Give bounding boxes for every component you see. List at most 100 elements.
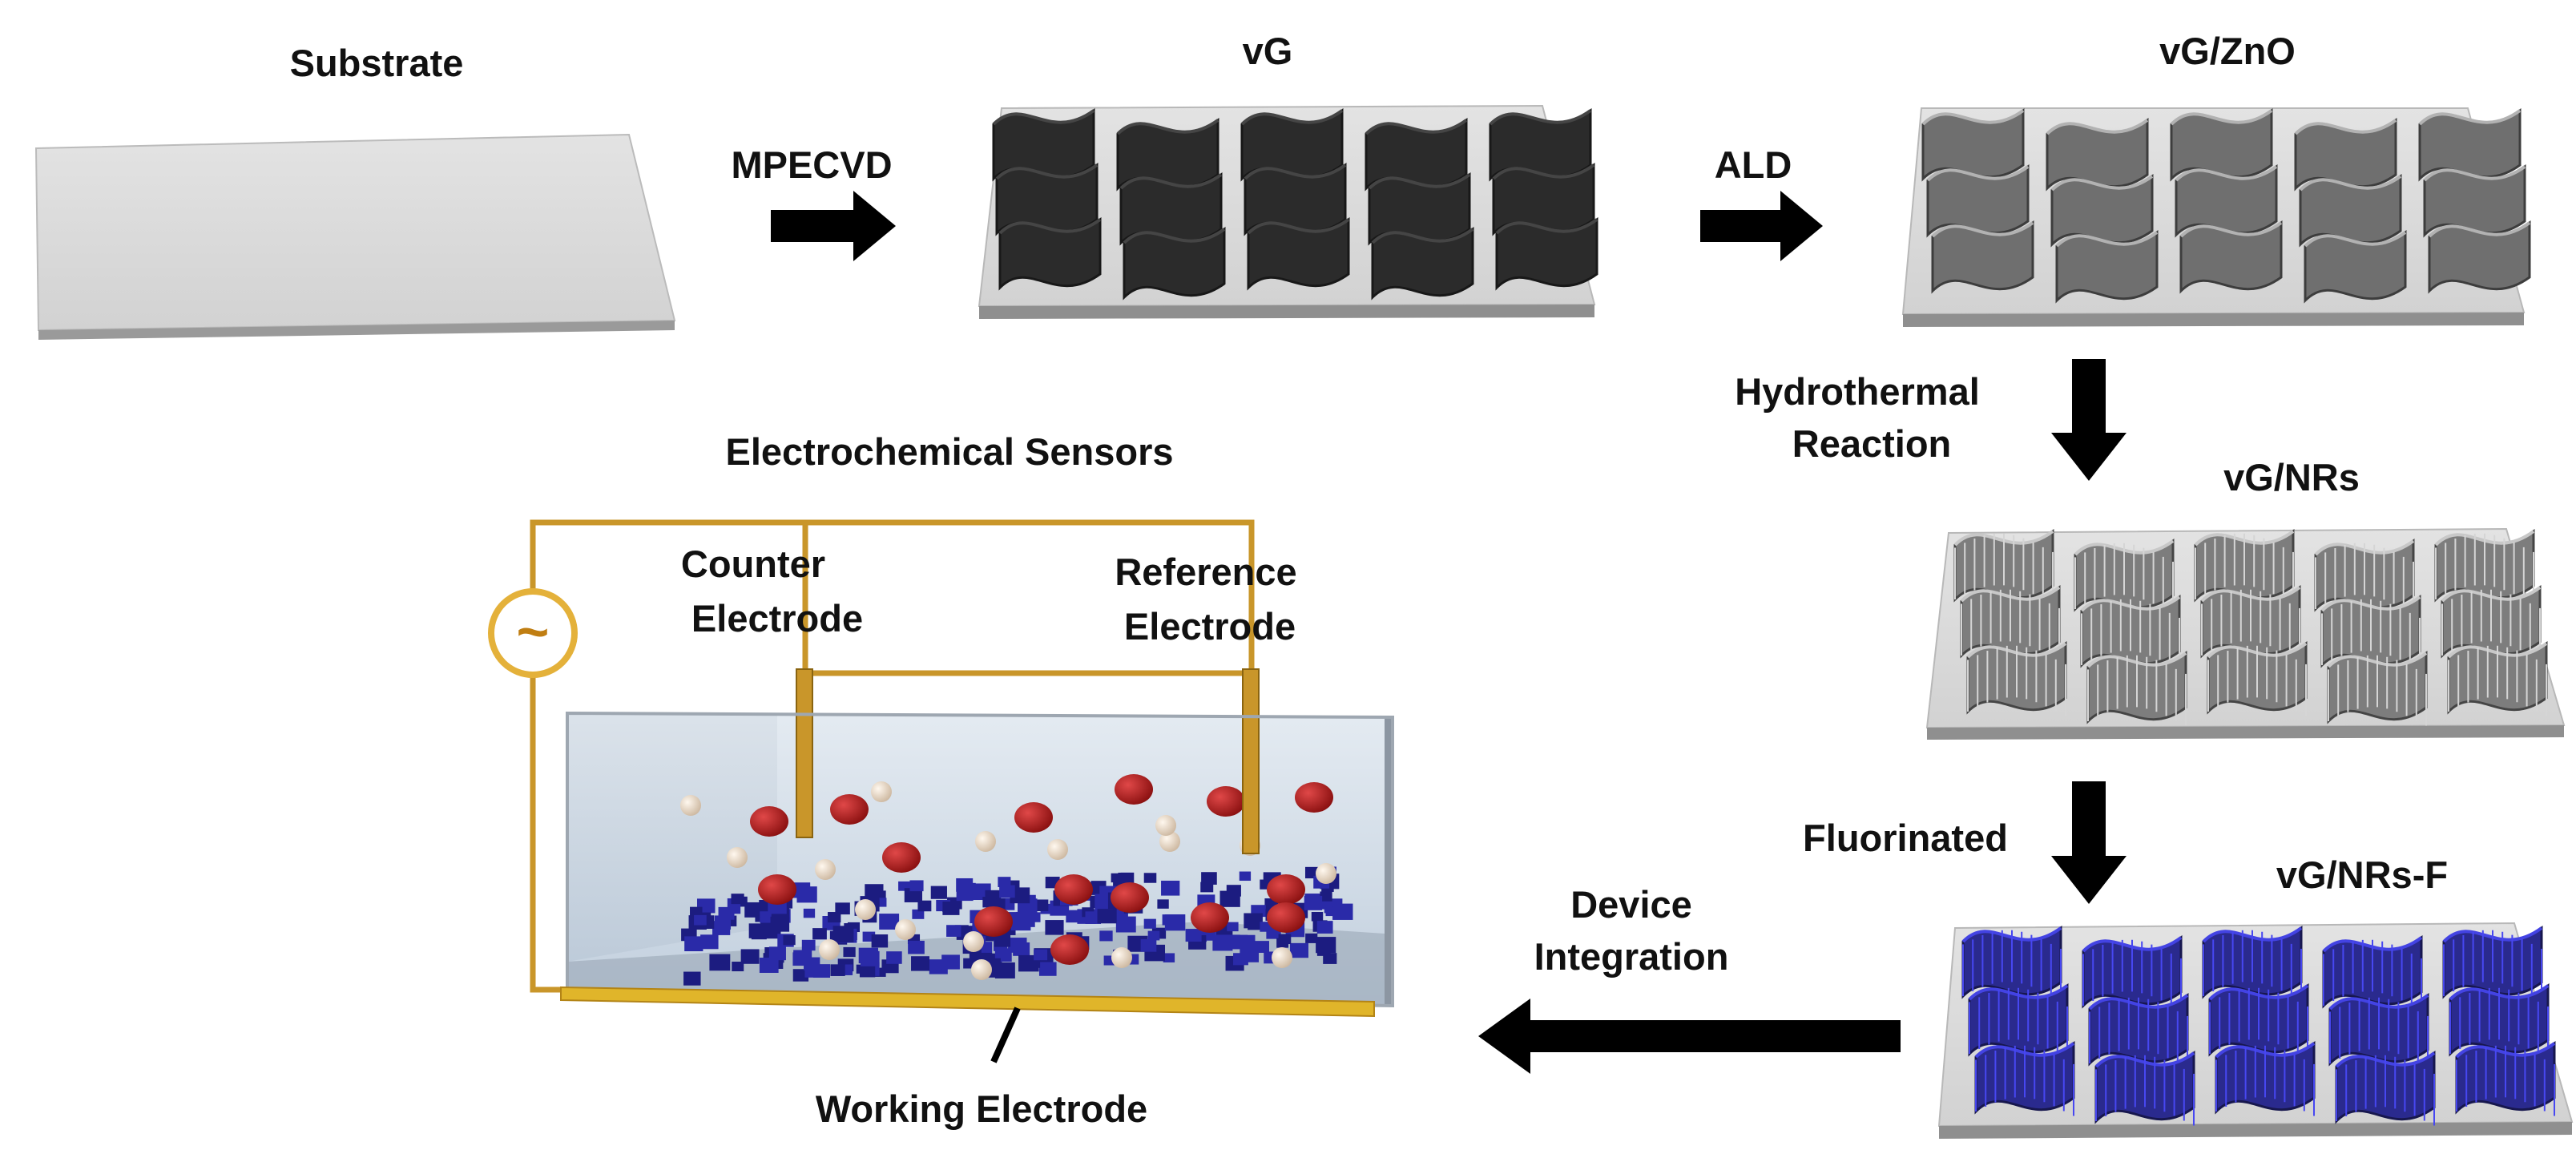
fluorinated-nanostructure <box>1229 934 1248 950</box>
fluorinated-nanostructure <box>728 903 741 914</box>
red-particle <box>758 874 796 905</box>
fluorinated-nanostructure <box>1316 921 1333 934</box>
fluorinated-nanostructure <box>1161 880 1180 896</box>
fluorinated-nanostructure <box>1304 895 1323 910</box>
sheet-highlight <box>2442 926 2543 943</box>
sheet-highlight <box>1961 926 2062 943</box>
white-particle <box>815 859 836 880</box>
fluorinated-nanostructure <box>1143 918 1156 929</box>
red-particle <box>1207 786 1245 817</box>
electrochemical-cell: ~ <box>488 519 1394 1063</box>
reference-electrode <box>1242 668 1260 854</box>
sheet-highlight <box>1489 109 1592 126</box>
fluorinated-nanostructure <box>930 886 947 899</box>
sheet-highlight <box>2194 530 2295 547</box>
fluorinated-nanostructure <box>1157 899 1169 909</box>
sheet-highlight <box>1495 218 1598 235</box>
fluorinated-nanostructure <box>1087 886 1100 895</box>
fluorinated-nanostructure <box>1099 930 1113 942</box>
white-particle <box>727 847 748 868</box>
white-particle <box>895 919 916 940</box>
counter-electrode <box>796 668 813 838</box>
fluorinated-nanostructure <box>909 880 924 892</box>
label-substrate: Substrate <box>290 42 464 84</box>
fluorinated-nanostructure <box>999 885 1015 898</box>
red-particle <box>1295 782 1333 813</box>
fluorinated-nanostructure <box>801 939 816 951</box>
white-particle <box>1159 831 1180 852</box>
sheet-highlight <box>2314 539 2415 556</box>
label-reference-line2: Electrode <box>1124 605 1296 648</box>
sheet-highlight <box>2447 642 2548 659</box>
arrow-mpecvd <box>771 191 896 261</box>
label-vg: vG <box>1243 30 1293 72</box>
sheet-highlight <box>1365 119 1468 135</box>
fluorinated-nanostructure <box>1219 890 1240 907</box>
substrate-plate-edge <box>1927 725 2564 740</box>
red-particle <box>830 794 869 825</box>
red-particle <box>1115 774 1153 805</box>
fluorinated-nanostructure <box>1045 920 1064 935</box>
step-hydrothermal-line1: Hydrothermal <box>1735 370 1980 413</box>
fluorinated-nanostructure <box>911 956 929 971</box>
sheet-highlight <box>995 163 1099 180</box>
red-particle <box>1054 874 1093 905</box>
fluorinated-nanostructure <box>744 902 764 918</box>
sheet-highlight <box>2320 595 2421 612</box>
fluorinated-nanostructure <box>1034 899 1049 911</box>
fluorinated-nanostructure <box>732 962 744 972</box>
working-electrode-pointer <box>990 1007 1021 1063</box>
sheet-highlight <box>2170 109 2273 126</box>
fluorinated-nanostructure <box>1097 908 1117 924</box>
fluorinated-nanostructure <box>830 964 845 976</box>
sheet-highlight <box>1974 1042 2075 1059</box>
tank-right-wall <box>1385 717 1393 1006</box>
fluorinated-nanostructure <box>1034 949 1048 961</box>
arrow-ald <box>1700 191 1823 261</box>
label-working-electrode: Working Electrode <box>816 1087 1147 1130</box>
sheet-highlight <box>2086 652 2187 668</box>
fluorinated-nanostructure <box>832 926 854 943</box>
sheet-highlight <box>1953 530 2054 547</box>
circuit-wire <box>530 519 1255 993</box>
white-particle <box>680 795 701 816</box>
step-device-line2: Integration <box>1534 935 1729 978</box>
sheet-highlight <box>2299 175 2402 192</box>
sheet-highlight <box>1926 165 2030 182</box>
fluorinated-nanostructure <box>1185 929 1202 942</box>
sheet-highlight <box>2200 586 2301 603</box>
arrow-device-integration <box>1478 999 1901 1074</box>
fluorinated-nanostructure <box>904 888 923 902</box>
sheet-highlight <box>2434 530 2535 547</box>
vg-nrs-f-panel <box>1937 922 2574 1139</box>
sheet-highlight <box>2328 994 2429 1011</box>
fluorinated-nanostructure <box>1016 911 1035 927</box>
sheet-highlight <box>1968 984 2069 1001</box>
sheet-highlight <box>2088 994 2189 1011</box>
fluorinated-nanostructure <box>1305 933 1318 943</box>
sheet-highlight <box>2046 119 2149 135</box>
fluorinated-nanostructure <box>956 878 974 892</box>
fluorinated-nanostructure <box>1323 953 1337 964</box>
fluorinated-nanostructure <box>1239 871 1252 882</box>
fluorinated-nanostructure <box>912 909 925 919</box>
sheet-highlight <box>2418 109 2522 126</box>
fluorinated-nanostructure <box>740 949 760 964</box>
white-particle <box>1047 839 1068 860</box>
fluorinated-nanostructure <box>1111 873 1123 883</box>
fluorinated-nanostructure <box>998 877 1011 887</box>
fluorinated-nanostructure <box>731 894 744 905</box>
fluorinated-nanostructure <box>1311 911 1324 922</box>
red-particle <box>1267 874 1305 905</box>
fluorinated-nanostructure <box>1118 872 1135 886</box>
fluorinated-nanostructure <box>812 928 827 940</box>
fluorinated-nanostructure <box>875 898 887 907</box>
fluorinated-nanostructure <box>1332 903 1353 920</box>
white-particle <box>963 931 984 952</box>
fluorinated-nanostructure <box>898 881 910 891</box>
sheet-highlight <box>1371 228 1474 244</box>
fluorinated-nanostructure <box>1320 891 1332 902</box>
label-counter-line1: Counter <box>681 543 825 585</box>
white-particle <box>819 939 840 960</box>
fluorinated-nanostructure <box>1227 922 1239 932</box>
